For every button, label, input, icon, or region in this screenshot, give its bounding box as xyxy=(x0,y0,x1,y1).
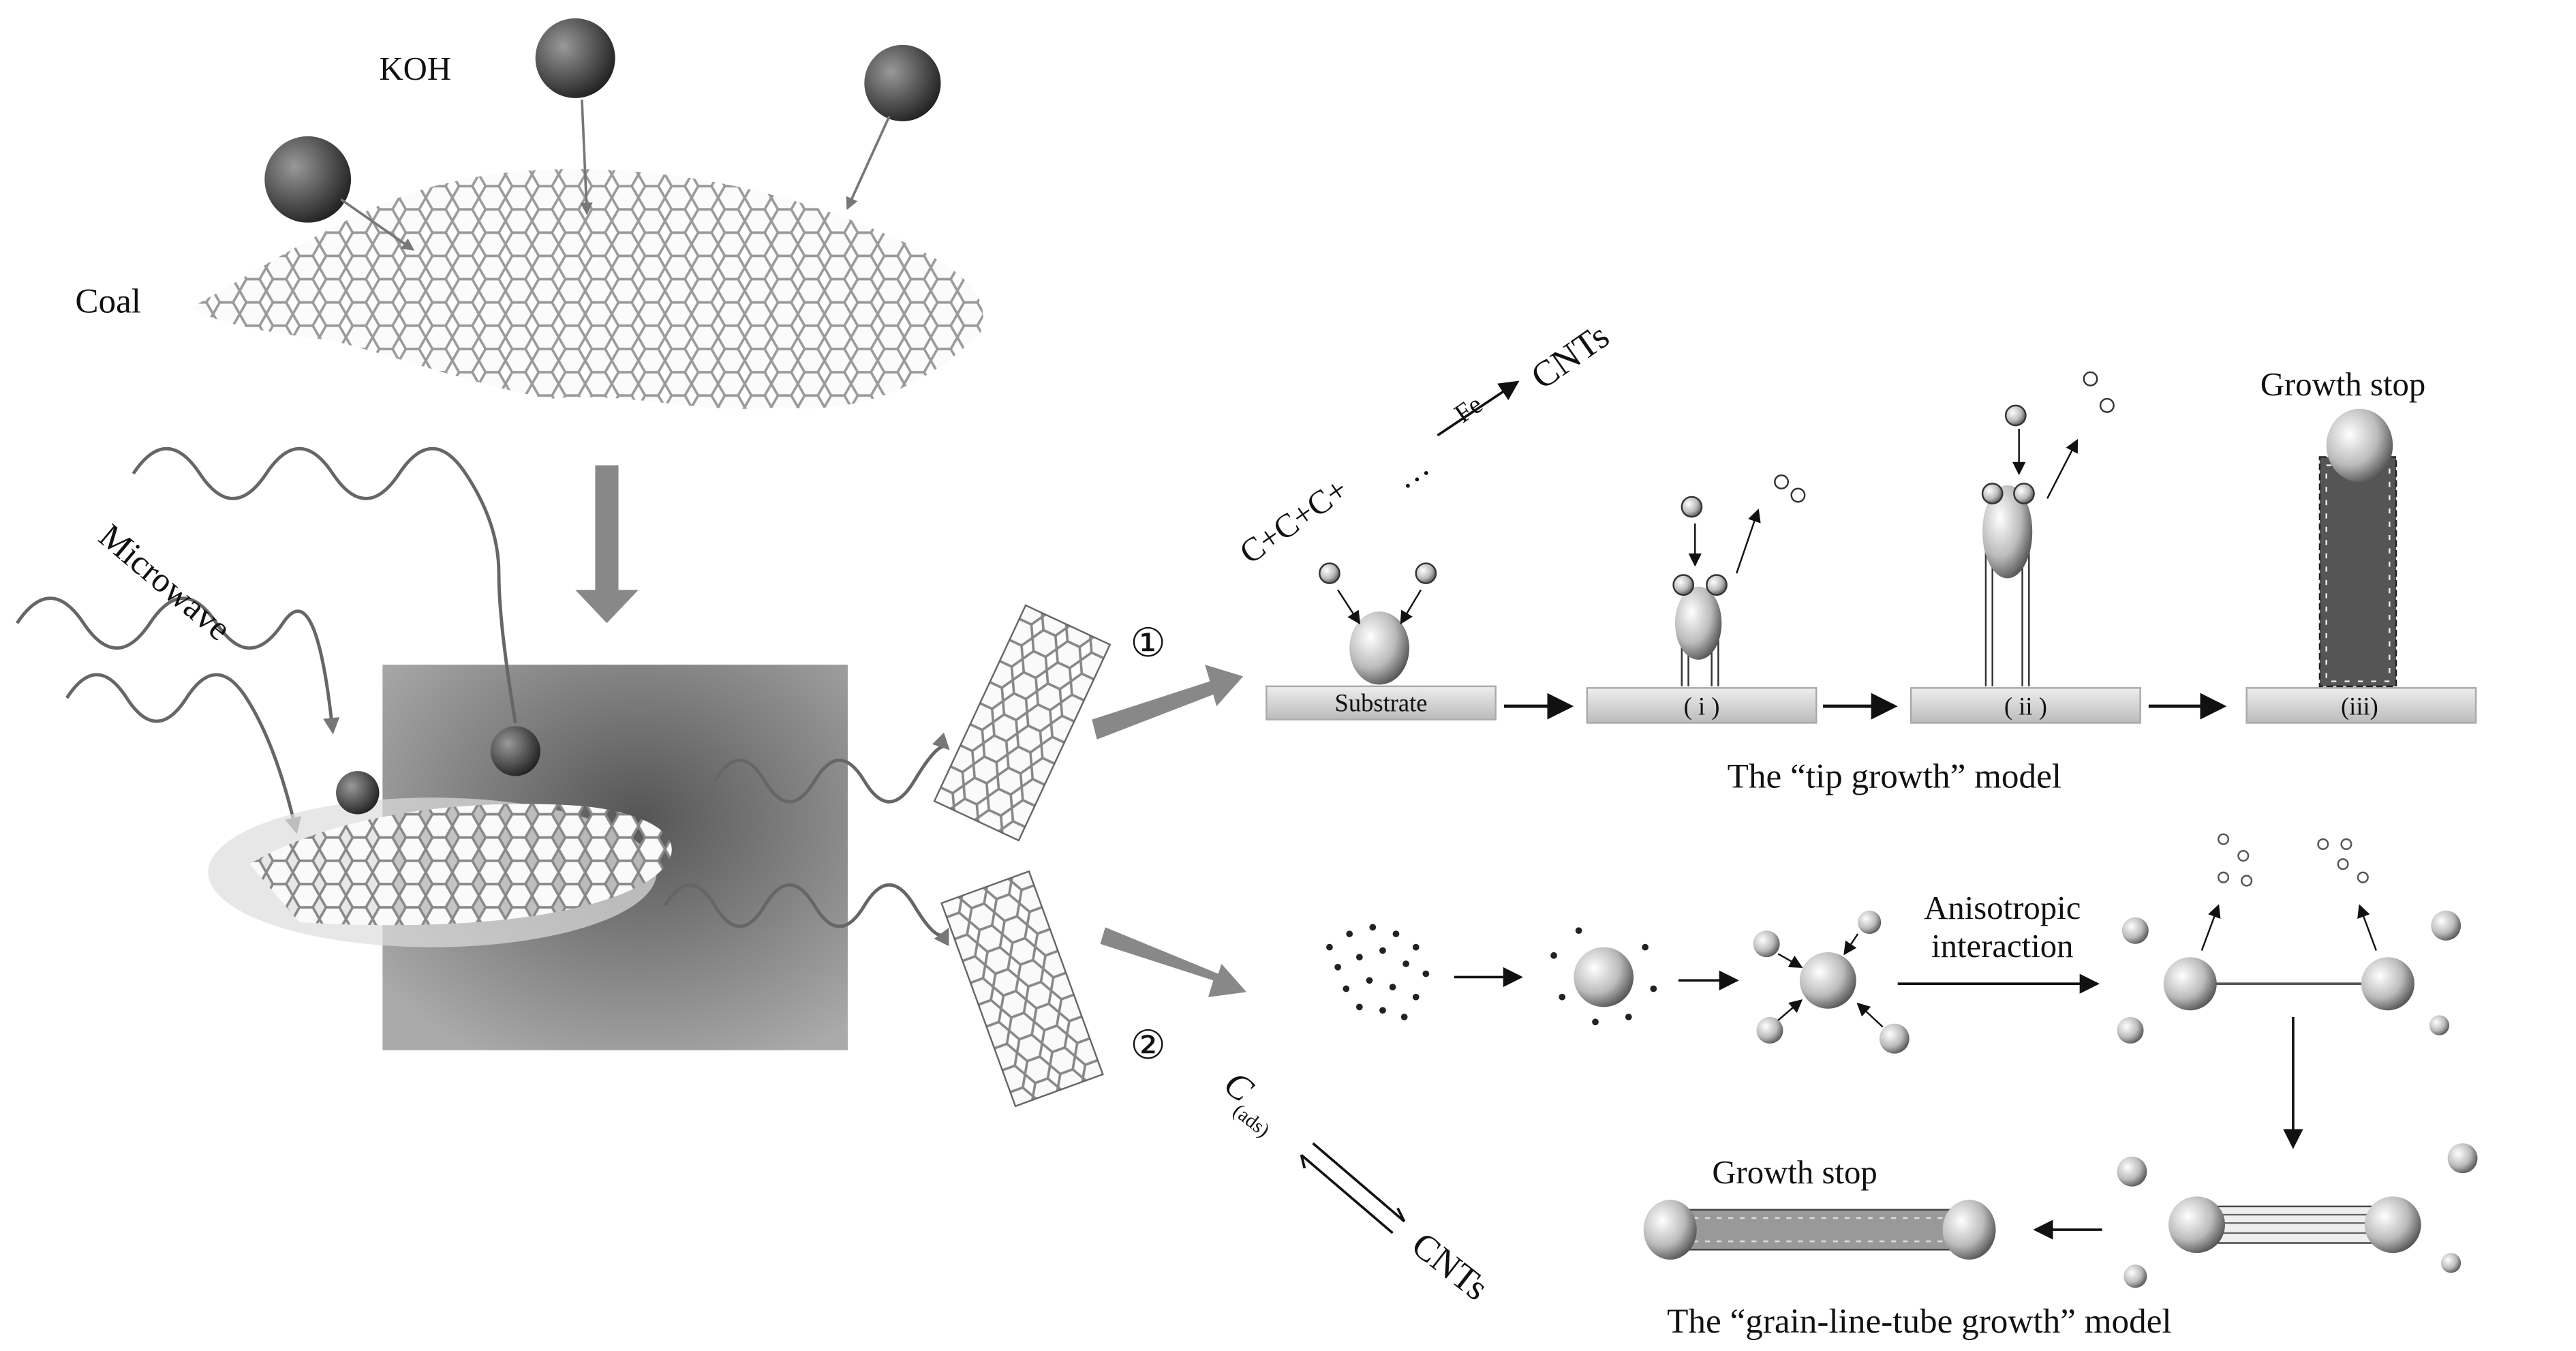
equilibrium-arrows xyxy=(1300,1142,1406,1234)
growth-stop-bottom-label: Growth stop xyxy=(1712,1154,1877,1191)
stage-iii-label: (iii) xyxy=(2341,692,2378,720)
route-2-arrow xyxy=(1100,927,1247,997)
down-arrow xyxy=(575,465,639,624)
tip-growth-stage-iii xyxy=(2245,408,2477,724)
ellipsis: … xyxy=(1387,447,1436,496)
tip-growth-caption: The “tip growth” model xyxy=(1728,757,2061,796)
tip-growth-stage-i xyxy=(1586,474,1818,724)
carbon-atom-cloud xyxy=(1326,924,1430,1020)
microwave-wave xyxy=(132,447,517,723)
koh-label: KOH xyxy=(379,50,451,87)
cnts-top-label: CNTs xyxy=(1523,315,1616,397)
stage-ii-label: ( ii ) xyxy=(2004,692,2047,720)
koh-molecule-clusters xyxy=(264,18,941,251)
anisotropic-label-line1: Anisotropic xyxy=(1924,890,2081,926)
stage-i-label: ( i ) xyxy=(1684,692,1720,720)
route-1-marker: ① xyxy=(1130,621,1165,665)
carbon-chain-label: C+C+C+ xyxy=(1233,470,1354,571)
microwave-wave xyxy=(15,596,340,735)
microwave-label: Microwave xyxy=(91,517,238,648)
coal-label: Coal xyxy=(75,282,141,320)
route-2-marker: ② xyxy=(1130,1023,1165,1067)
nucleus-particle xyxy=(1550,927,1657,1026)
tip-growth-stage-ii xyxy=(1910,371,2141,724)
microwave-wave xyxy=(65,673,302,834)
final-tube-stage xyxy=(1643,1200,1996,1260)
line-tube-stage xyxy=(2117,1143,2478,1288)
wave-to-cnt-1 xyxy=(713,732,950,804)
cnt-tube-1 xyxy=(933,604,1111,842)
route-1-arrow xyxy=(1092,665,1244,740)
cnt-tube-2 xyxy=(940,870,1104,1108)
reaction-arrow xyxy=(1437,380,1520,437)
cnts-bottom-label: CNTs xyxy=(1405,1224,1497,1308)
activated-coal xyxy=(208,726,672,947)
coal-graphene-sheet xyxy=(191,168,983,409)
grain-line-tube-caption: The “grain-line-tube growth” model xyxy=(1667,1302,2172,1341)
substrate-label: Substrate xyxy=(1335,688,1428,716)
grain-line-stage xyxy=(2117,833,2462,1044)
tip-growth-stage-0 xyxy=(1266,562,1497,720)
catalyst-with-adsorbates xyxy=(1753,910,1910,1054)
c-ads-label-group: C (ads) xyxy=(1216,1063,1274,1142)
wave-to-cnt-2 xyxy=(663,883,949,947)
growth-stop-top-label: Growth stop xyxy=(2260,366,2425,403)
anisotropic-label-line2: interaction xyxy=(1931,928,2073,965)
